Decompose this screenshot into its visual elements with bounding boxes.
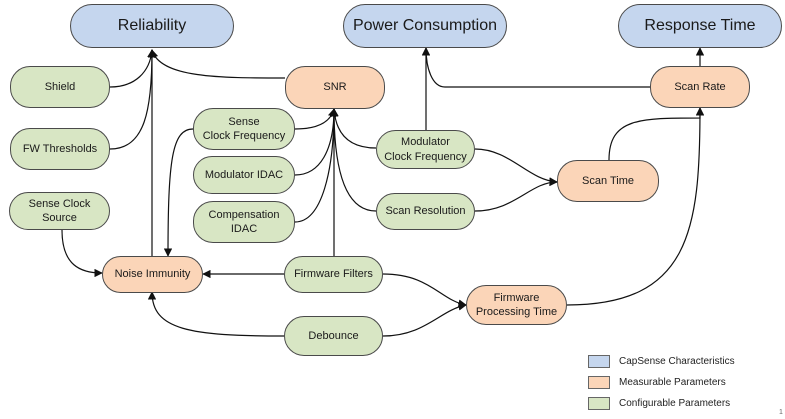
- node-response-label: Response Time: [644, 16, 756, 34]
- legend-label-configurable: Configurable Parameters: [619, 398, 731, 409]
- edge-debounce-noise: [147, 291, 285, 337]
- node-response-time: Response Time: [618, 4, 782, 48]
- edge-senseclk-snr: [294, 108, 337, 130]
- node-noise-immunity-label: Noise Immunity: [114, 268, 191, 281]
- edge-scantime-scanrate: [608, 107, 705, 161]
- legend-swatch-characteristics: [588, 355, 610, 368]
- edge-scanrate-power: [421, 47, 650, 88]
- node-sense-clock-source: Sense Clock Source: [9, 192, 110, 230]
- edge-scanres-snr: [329, 108, 377, 212]
- edge-compidac-snr: [294, 108, 339, 223]
- node-scan-time-label: Scan Time: [582, 174, 634, 187]
- node-power-label: Power Consumption: [352, 16, 498, 34]
- edge-senseclksrc-noise: [61, 229, 103, 278]
- node-modulator-idac: Modulator IDAC: [193, 156, 295, 194]
- node-modulator-idac-label: Modulator IDAC: [204, 168, 284, 181]
- edge-modclk-snr: [330, 108, 377, 149]
- node-sense-clock-frequency-label: Sense Clock Frequency: [202, 115, 286, 142]
- node-firmware-filters: Firmware Filters: [284, 256, 383, 293]
- edge-debounce-fwproc: [382, 302, 467, 337]
- node-reliability: Reliability: [70, 4, 234, 48]
- node-scan-resolution: Scan Resolution: [376, 193, 475, 230]
- node-power-consumption: Power Consumption: [343, 4, 507, 48]
- node-modulator-clock-frequency: Modulator Clock Frequency: [376, 130, 475, 169]
- node-scan-time: Scan Time: [557, 160, 659, 202]
- page-mark: 1: [779, 409, 783, 416]
- node-sense-clock-source-label: Sense Clock Source: [28, 197, 91, 224]
- node-firmware-processing-time: Firmware Processing Time: [466, 285, 567, 325]
- node-noise-immunity: Noise Immunity: [102, 256, 203, 293]
- node-modulator-clock-frequency-label: Modulator Clock Frequency: [384, 136, 467, 163]
- node-shield-label: Shield: [44, 80, 76, 93]
- edge-fwproc-scanrate: [566, 107, 705, 306]
- node-firmware-processing-time-label: Firmware Processing Time: [475, 291, 558, 318]
- node-snr-label: SNR: [323, 81, 347, 94]
- legend-label-characteristics: CapSense Characteristics: [619, 356, 735, 367]
- node-sense-clock-frequency: Sense Clock Frequency: [193, 108, 295, 150]
- edge-shield-reliability: [109, 49, 156, 88]
- node-snr: SNR: [285, 66, 385, 109]
- legend-swatch-configurable: [588, 397, 610, 410]
- node-fw-thresholds: FW Thresholds: [10, 128, 110, 170]
- legend-label-measurable: Measurable Parameters: [619, 377, 726, 388]
- edge-modclk-scantime: [474, 148, 558, 186]
- edge-fwthresholds-reliability: [109, 49, 157, 150]
- node-shield: Shield: [10, 66, 110, 108]
- node-debounce: Debounce: [284, 316, 383, 356]
- node-scan-rate-label: Scan Rate: [674, 80, 726, 93]
- node-scan-rate: Scan Rate: [650, 66, 750, 108]
- node-scan-resolution-label: Scan Resolution: [385, 205, 466, 218]
- edge-snr-reliability: [150, 49, 286, 79]
- legend-swatch-measurable: [588, 376, 610, 389]
- node-firmware-filters-label: Firmware Filters: [294, 268, 373, 281]
- edge-fwfilters-fwproc: [382, 273, 467, 308]
- node-fw-thresholds-label: FW Thresholds: [22, 142, 98, 155]
- node-reliability-label: Reliability: [117, 16, 187, 34]
- node-compensation-idac: Compensation IDAC: [193, 201, 295, 243]
- edge-scanres-scantime: [474, 177, 558, 212]
- node-compensation-idac-label: Compensation IDAC: [208, 208, 280, 235]
- node-debounce-label: Debounce: [308, 329, 359, 342]
- edge-senseclk-noise: [163, 128, 194, 257]
